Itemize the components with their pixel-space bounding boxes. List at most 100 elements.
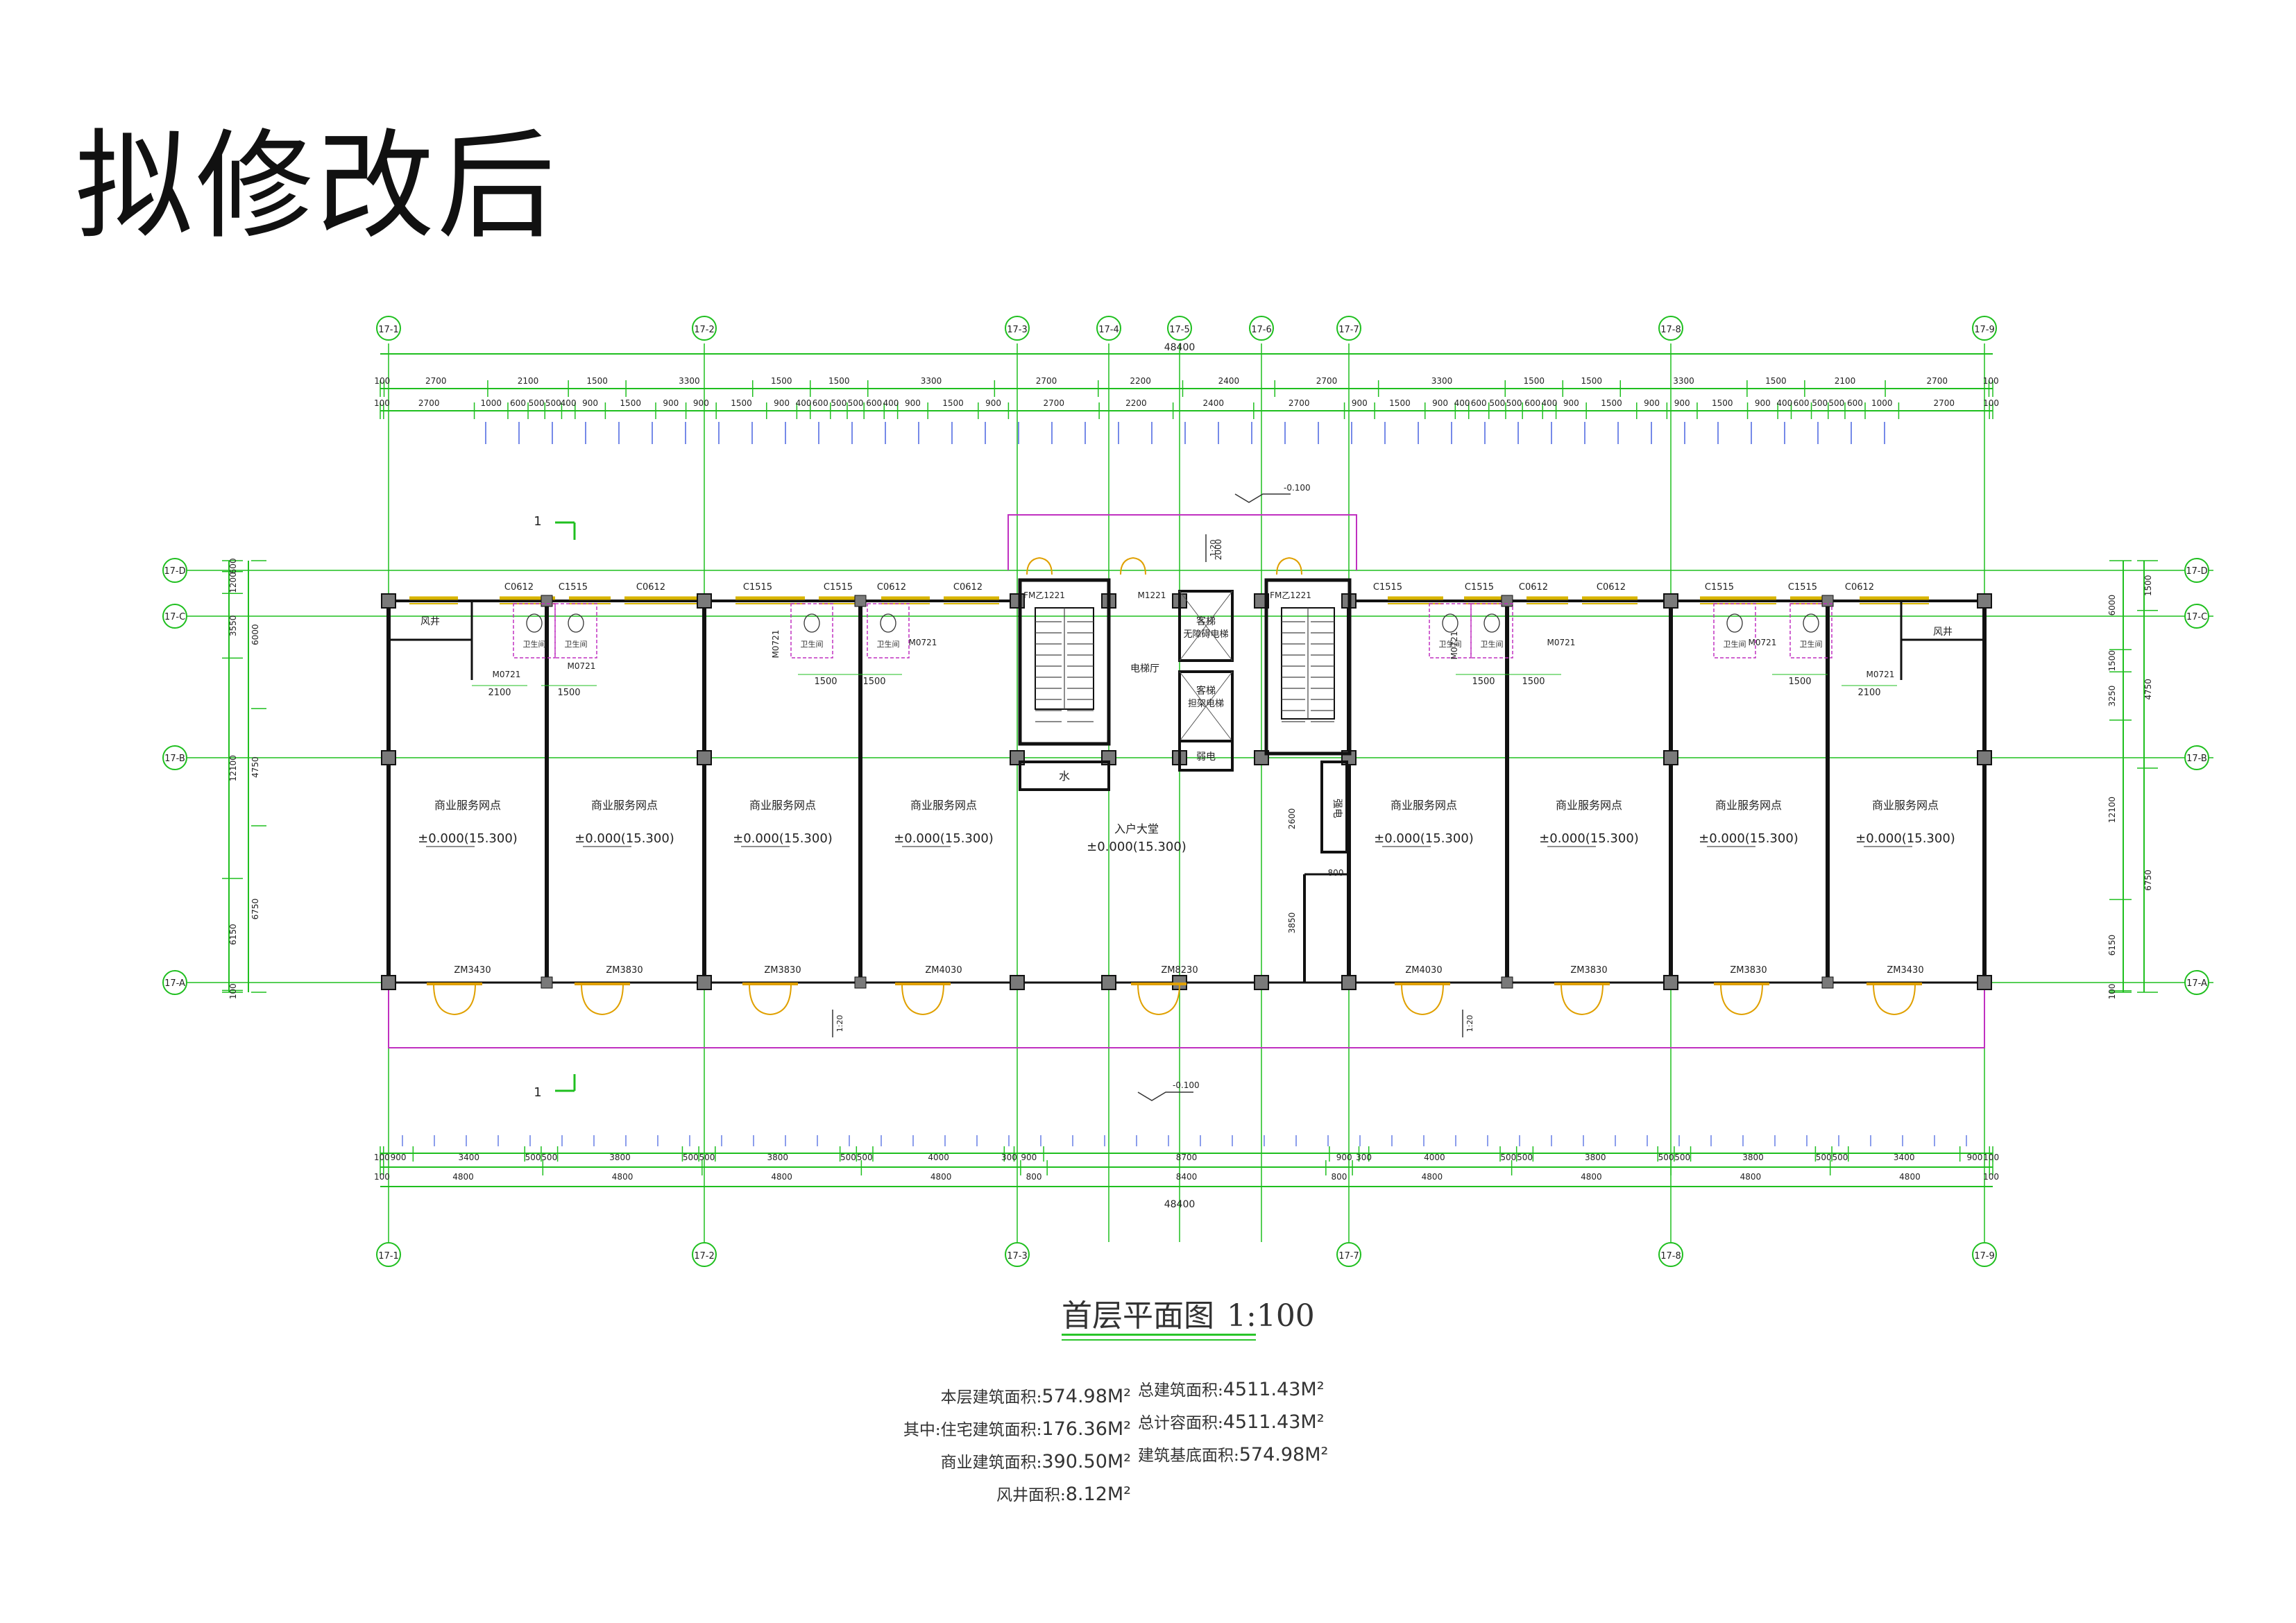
window-label: C1515: [1705, 582, 1734, 593]
shopfront-door-swing: [749, 983, 792, 1015]
shopfront-label: ZM3430: [1887, 965, 1923, 976]
shop-level-label: ±0.000(15.300): [1855, 831, 1955, 846]
dim-bottom-row2-text: 4800: [1740, 1172, 1762, 1182]
axis-bubble-right: [2184, 558, 2209, 583]
shop-room-label: 商业服务网点: [1391, 799, 1457, 812]
dim-top-row2-text: 1500: [1389, 398, 1411, 408]
shop-level-label: ±0.000(15.300): [894, 831, 994, 846]
dim-bottom-row1-text: 300: [1001, 1153, 1017, 1162]
toilet-icon: [568, 613, 584, 633]
total-stat-value: 4511.43M²: [1223, 1411, 1325, 1433]
drawing-scale: 1:100: [1227, 1298, 1315, 1334]
dim-top-row2-text: 600: [1471, 398, 1487, 408]
dim-bottom-row1-text: 900: [1336, 1153, 1352, 1162]
shopfront-label: ZM4030: [925, 965, 962, 976]
dim-bottom-row1-text: 100: [374, 1153, 390, 1162]
shopfront-door-swing: [1873, 983, 1916, 1015]
dim-top-row2-text: 1500: [1601, 398, 1622, 408]
dim-top-row1-text: 3300: [921, 376, 942, 386]
dim-right-inner-text: 12100: [2107, 797, 2117, 823]
dim-top-row2-text: 400: [883, 398, 899, 408]
axis-bubble-left: [162, 558, 187, 583]
column-small: [854, 595, 867, 607]
dim-bottom-row2-text: 8400: [1176, 1172, 1198, 1182]
dim-top-row2-text: 900: [1644, 398, 1660, 408]
note-dim: 800: [1328, 868, 1344, 878]
window-label: C1515: [1373, 582, 1402, 593]
axis-bubble-left: [162, 745, 187, 770]
area-stat-label: 本层建筑面积:: [940, 1388, 1042, 1407]
dim-top-row2-text: 600: [1524, 398, 1540, 408]
toilet-label: 卫生间: [1439, 639, 1462, 649]
toilet-label: 卫生间: [877, 639, 900, 649]
shopfront-door-swing: [1561, 983, 1604, 1015]
elevator-hall-label: 电梯厅: [1130, 663, 1159, 674]
dim-top-row2-text: 100: [374, 398, 390, 408]
shop-room-label: 商业服务网点: [1715, 799, 1782, 812]
total-stat-row: 总计容面积:4511.43M²: [1138, 1407, 1360, 1439]
structural-column: [1977, 975, 1992, 990]
axis-label-top: 17-1: [378, 325, 399, 335]
dim-left-inner-text: 1200: [228, 572, 238, 593]
dim-top-row1-text: 2100: [518, 376, 539, 386]
axis-bubble-top: [1249, 316, 1274, 341]
axis-label-top: 17-9: [1974, 325, 1995, 335]
dim-top-row2-text: 900: [905, 398, 921, 408]
dim-left-outer-text: 6000: [250, 624, 260, 645]
area-stat-value: 390.50M²: [1041, 1451, 1131, 1472]
toilet-icon: [803, 613, 820, 633]
area-stat-row: 本层建筑面积:574.98M²: [888, 1381, 1131, 1413]
axis-label-bottom: 17-9: [1974, 1251, 1995, 1261]
dim-right-inner-text: 6000: [2107, 595, 2117, 616]
dim-left-inner-text: 100: [228, 983, 238, 999]
dim-bottom-row2-text: 800: [1026, 1172, 1042, 1182]
dim-top-row2-text: 2700: [418, 398, 440, 408]
dim-top-row1-text: 2400: [1218, 376, 1240, 386]
dim-bottom-row2-text: 800: [1332, 1172, 1347, 1182]
dim-top-row2-text: 1500: [731, 398, 752, 408]
weak-room-label: 弱电: [1196, 751, 1216, 763]
axis-label-top: 17-6: [1251, 325, 1272, 335]
window-label: C0612: [1519, 582, 1548, 593]
toilet-label: 卫生间: [1800, 639, 1823, 649]
dim-right-inner-text: 100: [2107, 983, 2117, 999]
structural-column: [1341, 975, 1357, 990]
total-stat-label: 建筑基底面积:: [1138, 1447, 1239, 1465]
slope-label: 1:20: [1209, 540, 1218, 557]
dim-top-row2-text: 400: [796, 398, 812, 408]
toilet-room: [1789, 603, 1832, 658]
axis-bubble-left: [162, 970, 187, 995]
axis-bubble-right: [2184, 970, 2209, 995]
shop-level-label: ±0.000(15.300): [1699, 831, 1798, 846]
dim-top-row2-text: 600: [866, 398, 882, 408]
weak-room: [1178, 740, 1234, 772]
dim-top-row2-text: 600: [1794, 398, 1810, 408]
column-small: [854, 976, 867, 989]
dim-top-row2-text: 900: [985, 398, 1001, 408]
dim-overall-bottom-text: 48400: [1164, 1199, 1196, 1210]
dim-bottom-row2-text: 4800: [1581, 1172, 1602, 1182]
door-label: M0721: [568, 661, 596, 671]
dim-bottom-row1-text: 500: [840, 1153, 856, 1162]
structural-column: [1010, 975, 1025, 990]
dim-top-row1-text: 2100: [1835, 376, 1856, 386]
small-dim-text: 1500: [1788, 677, 1811, 687]
stair-core-west: [1018, 578, 1111, 746]
shopfront-door-swing: [901, 983, 944, 1015]
dim-bottom-row1-text: 100: [1983, 1153, 1999, 1162]
dim-bottom-row1-text: 300: [1356, 1153, 1372, 1162]
window-label: C0612: [504, 582, 534, 593]
toilet-icon: [1442, 613, 1459, 633]
axis-label-left: 17-D: [164, 566, 185, 577]
dim-top-row2-text: 400: [561, 398, 577, 408]
dim-top-row2-text: 900: [1674, 398, 1690, 408]
page-heading: 拟修改后: [75, 118, 559, 255]
dim-top-row2-text: 400: [1541, 398, 1557, 408]
dim-top-row2-text: 1000: [1871, 398, 1893, 408]
section-number: 1: [534, 514, 541, 529]
dim-top-row2-text: 900: [1352, 398, 1368, 408]
total-stat-label: 总建筑面积:: [1138, 1382, 1223, 1400]
dim-top-row2-text: 2400: [1202, 398, 1224, 408]
